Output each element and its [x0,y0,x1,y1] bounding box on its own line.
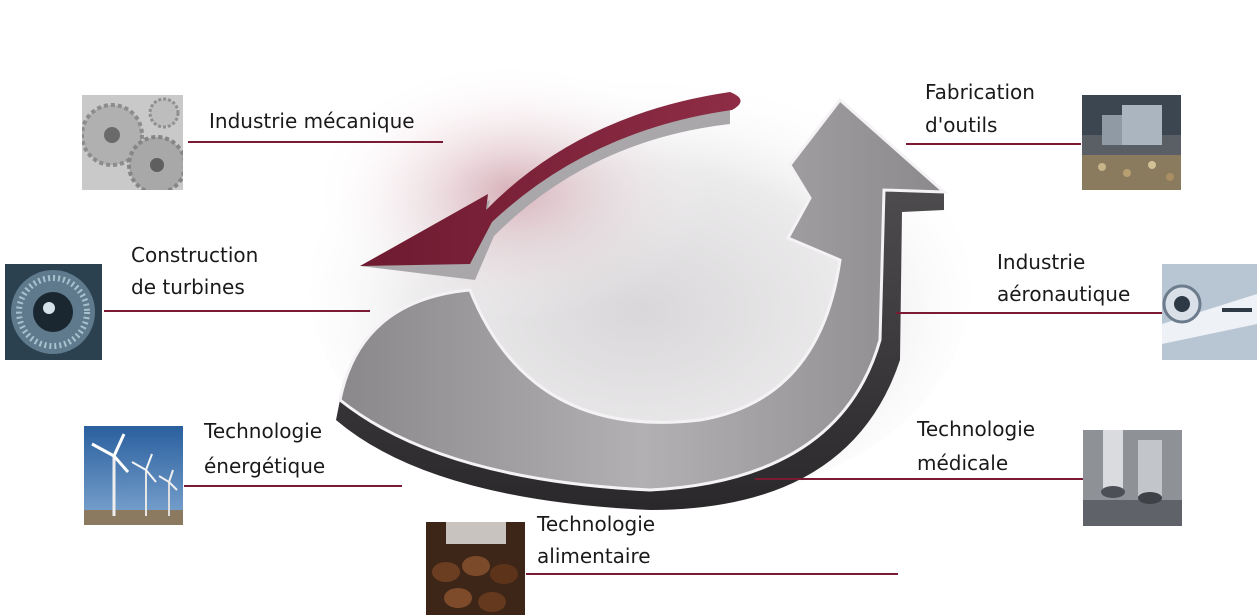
construction-turbines-label-2: de turbines [131,273,245,302]
milling-tool-icon [1082,95,1181,190]
industrie-aeronautique-photo [1162,264,1257,360]
technologie-medicale-label-1: Technologie [917,415,1035,444]
industrie-mecanique-line [188,141,443,143]
jet-engine-icon [1162,264,1257,360]
medical-instruments-icon [1083,430,1182,526]
construction-turbines-photo [5,264,102,360]
fabrication-outils-photo [1082,95,1181,190]
coffee-beans-icon [426,522,525,615]
fabrication-outils-label-2: d'outils [925,111,997,140]
technologie-energetique-label-1: Technologie [204,417,322,446]
technologie-alimentaire-label-1: Technologie [537,510,655,539]
construction-turbines-line [104,310,370,312]
technologie-medicale-label-2: médicale [917,449,1008,478]
technologie-alimentaire-photo [426,522,525,615]
wind-turbines-icon [84,426,183,525]
industrie-aeronautique-label-1: Industrie [997,248,1085,277]
industrie-aeronautique-label-2: aéronautique [997,280,1130,309]
technologie-alimentaire-line [526,573,898,575]
construction-turbines-label-1: Construction [131,241,258,270]
technologie-energetique-line [184,485,402,487]
technologie-medicale-line [755,478,1083,480]
industrie-aeronautique-line [896,312,1162,314]
technologie-energetique-photo [84,426,183,525]
fabrication-outils-label-1: Fabrication [925,78,1035,107]
turbine-icon [5,264,102,360]
fabrication-outils-line [906,143,1081,145]
technologie-energetique-label-2: énergétique [204,452,325,481]
technologie-alimentaire-label-2: alimentaire [537,542,651,571]
technologie-medicale-photo [1083,430,1182,526]
industrie-mecanique-label: Industrie mécanique [209,107,415,136]
industrie-mecanique-photo [82,95,183,190]
gears-icon [82,95,183,190]
